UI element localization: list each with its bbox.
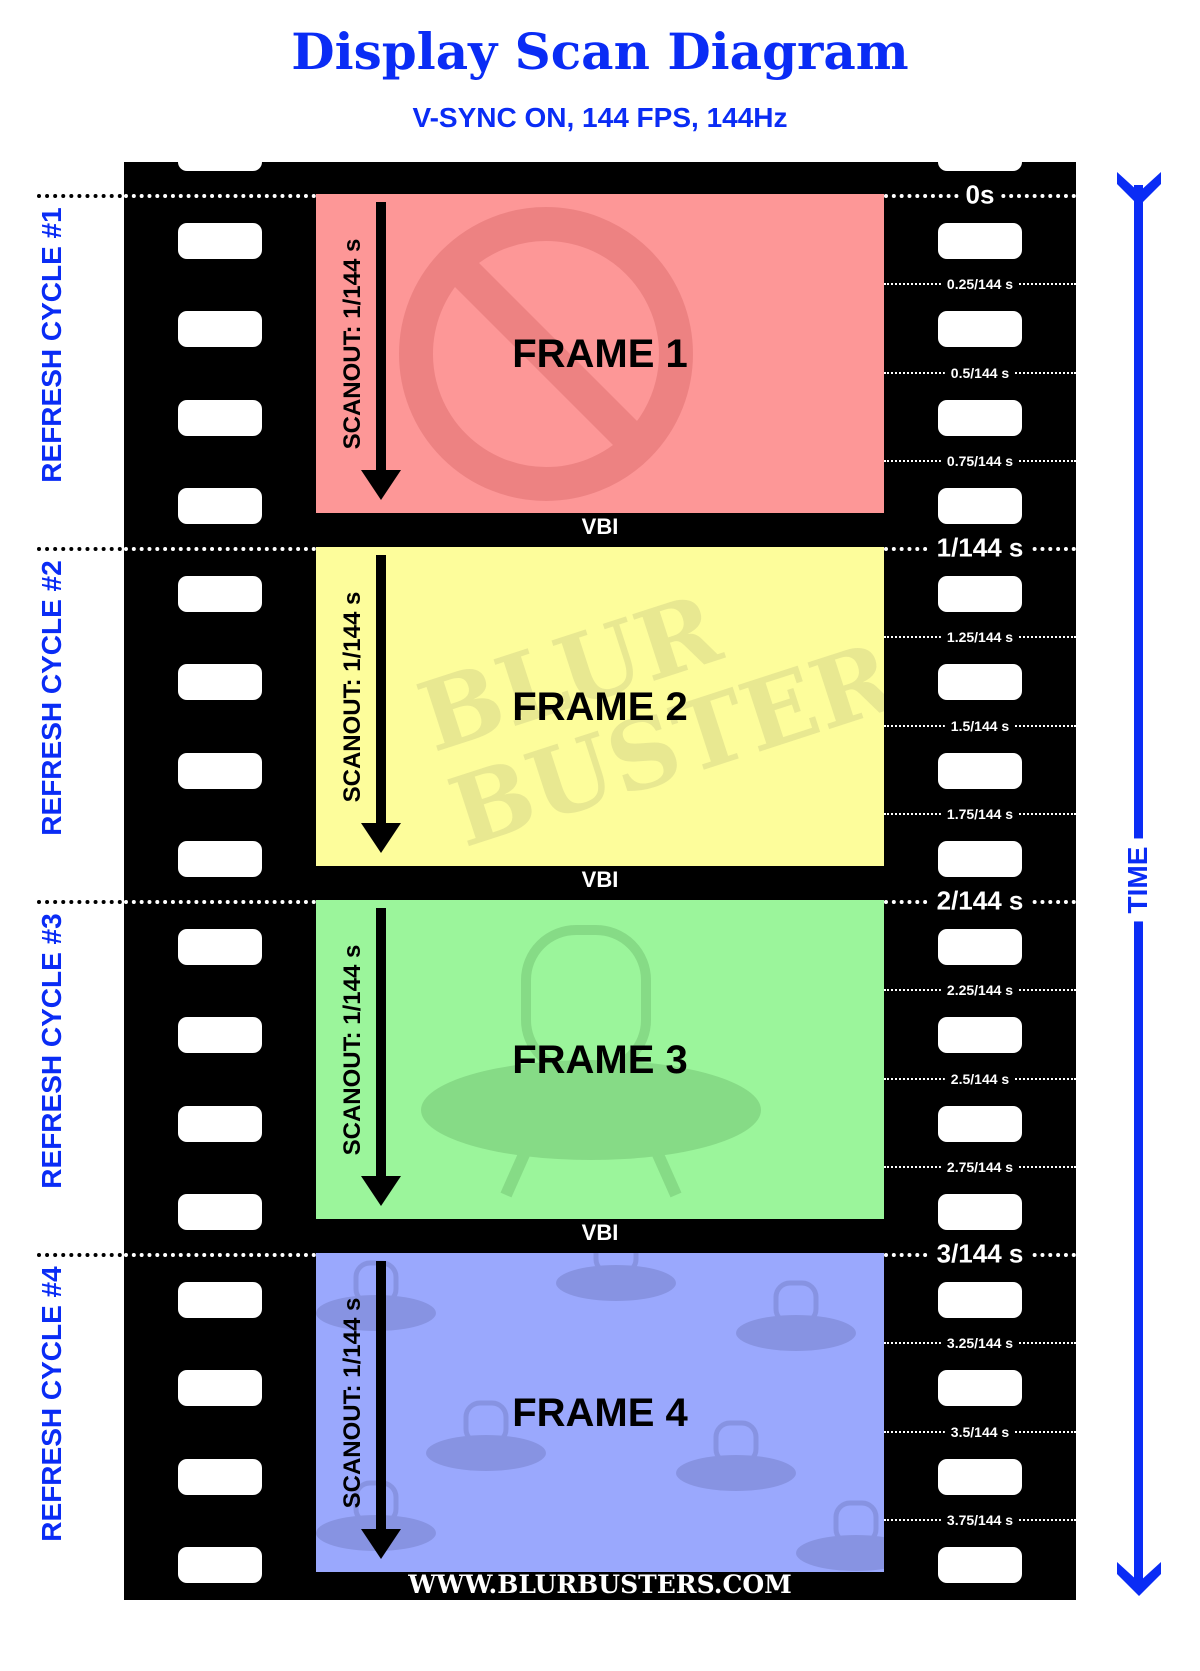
refresh-cycle-label: REFRESH CYCLE #1 — [36, 207, 67, 483]
time-axis-label: TIME — [1122, 838, 1154, 922]
page-subtitle: V-SYNC ON, 144 FPS, 144Hz — [412, 102, 788, 133]
frame-label: FRAME 3 — [512, 1038, 688, 1082]
sprocket-hole-left — [178, 134, 262, 171]
sprocket-hole-right — [938, 223, 1022, 259]
frame-2: BLUR BUSTERS SCANOUT: 1/144 s FRAME 2 — [316, 547, 884, 866]
sprocket-hole-left — [178, 1370, 262, 1407]
time-tick-label: 3.25/144 s — [940, 1335, 1020, 1352]
time-arrow-head-icon — [1117, 1562, 1161, 1596]
sprocket-hole-left — [178, 1282, 262, 1318]
sprocket-hole-left — [178, 929, 262, 965]
refresh-cycle-label: REFRESH CYCLE #3 — [36, 913, 67, 1189]
sprocket-hole-left — [178, 1635, 262, 1671]
sprocket-hole-left — [178, 1105, 262, 1142]
sprocket-hole-left — [178, 1017, 262, 1054]
cycle-boundary-line — [37, 194, 316, 198]
time-tick-label: 1.75/144 s — [940, 805, 1020, 822]
frame-1: SCANOUT: 1/144 s FRAME 1 — [316, 194, 884, 513]
sprocket-hole-right — [938, 1017, 1022, 1054]
cycle-boundary-line — [37, 900, 316, 904]
vbi-label: VBI — [581, 1220, 619, 1245]
sprocket-hole-right — [938, 1546, 1022, 1583]
sprocket-hole-left — [178, 1546, 262, 1583]
footer-url[interactable]: WWW.BLURBUSTERS.COM — [408, 1570, 792, 1599]
sprocket-hole-right — [938, 1193, 1022, 1230]
frame-label: FRAME 4 — [512, 1391, 688, 1435]
time-tick-label: 2.25/144 s — [940, 982, 1020, 999]
sprocket-hole-right — [938, 840, 1022, 877]
sprocket-hole-left — [178, 223, 262, 259]
cycle-boundary-line — [37, 1253, 316, 1257]
refresh-cycle-label: REFRESH CYCLE #2 — [36, 560, 67, 836]
sprocket-hole-right — [938, 311, 1022, 348]
sprocket-hole-right — [938, 1282, 1022, 1318]
refresh-cycle-label: REFRESH CYCLE #4 — [36, 1266, 67, 1542]
time-tick-label: 1.25/144 s — [940, 629, 1020, 646]
frame-4: SCANOUT: 1/144 s FRAME 4 — [316, 1253, 884, 1572]
time-tick-label: 0s — [959, 179, 1001, 211]
sprocket-hole-right — [938, 929, 1022, 965]
time-tick-label: 2.75/144 s — [940, 1158, 1020, 1175]
frame-label: FRAME 2 — [512, 685, 688, 729]
sprocket-hole-right — [938, 1635, 1022, 1671]
sprocket-hole-left — [178, 840, 262, 877]
sprocket-hole-left — [178, 399, 262, 436]
sprocket-hole-left — [178, 752, 262, 789]
time-tick-label: 0.5/144 s — [944, 364, 1016, 381]
time-arrow-top-chevron-icon — [1117, 172, 1161, 206]
sprocket-hole-left — [178, 664, 262, 701]
sprocket-hole-left — [178, 1193, 262, 1230]
vbi-label: VBI — [581, 514, 619, 539]
sprocket-hole-right — [938, 1105, 1022, 1142]
time-tick-label: 0.25/144 s — [940, 276, 1020, 293]
time-tick-label: 1.5/144 s — [944, 717, 1016, 734]
time-tick-label: 2.5/144 s — [944, 1070, 1016, 1087]
sprocket-hole-left — [178, 311, 262, 348]
scanout-arrow — [376, 1261, 386, 1541]
sprocket-hole-right — [938, 487, 1022, 524]
sprocket-hole-right — [938, 576, 1022, 612]
vbi-label: VBI — [581, 867, 619, 892]
time-tick-label: 3/144 s — [930, 1238, 1030, 1270]
frame-3: SCANOUT: 1/144 s FRAME 3 — [316, 900, 884, 1219]
scanout-arrow-head-icon — [361, 1176, 401, 1206]
ufo-watermark-icon — [421, 925, 761, 1198]
page-title: Display Scan Diagram — [291, 22, 909, 81]
sprocket-hole-right — [938, 134, 1022, 171]
sprocket-hole-left — [178, 1458, 262, 1495]
scanout-arrow — [376, 908, 386, 1188]
sprocket-hole-left — [178, 487, 262, 524]
scanout-arrow — [376, 555, 386, 835]
sprocket-hole-right — [938, 664, 1022, 701]
time-tick-label: 3.5/144 s — [944, 1423, 1016, 1440]
time-tick-label: 3.75/144 s — [940, 1511, 1020, 1528]
scanout-arrow-head-icon — [361, 1529, 401, 1559]
time-tick-label: 1/144 s — [930, 532, 1030, 564]
sprocket-hole-right — [938, 1370, 1022, 1407]
time-tick-label: 2/144 s — [930, 885, 1030, 917]
scanout-arrow-head-icon — [361, 823, 401, 853]
scanout-arrow — [376, 202, 386, 482]
sprocket-hole-right — [938, 1458, 1022, 1495]
no-symbol-watermark-icon — [399, 207, 693, 501]
cycle-boundary-line — [37, 547, 316, 551]
sprocket-hole-left — [178, 576, 262, 612]
sprocket-hole-right — [938, 752, 1022, 789]
scanout-arrow-head-icon — [361, 470, 401, 500]
time-tick-label: 0.75/144 s — [940, 452, 1020, 469]
frame-label: FRAME 1 — [512, 332, 688, 376]
sprocket-hole-right — [938, 399, 1022, 436]
